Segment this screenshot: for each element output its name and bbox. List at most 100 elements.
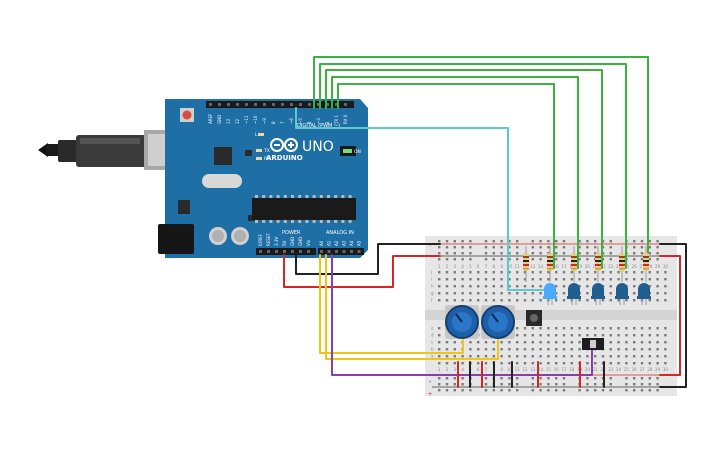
terminal-hole: [562, 271, 566, 274]
terminal-hole: [664, 278, 667, 281]
column-number: 1: [438, 264, 441, 269]
terminal-hole: [586, 355, 589, 358]
terminal-hole: [633, 271, 636, 274]
terminal-hole: [547, 362, 550, 365]
terminal-hole: [508, 285, 511, 288]
terminal-hole: [500, 362, 503, 365]
terminal-hole: [477, 299, 480, 302]
terminal-hole: [508, 348, 511, 351]
terminal-hole: [438, 271, 441, 274]
rail-hole: [648, 377, 651, 380]
rail-hole: [562, 389, 566, 392]
terminal-hole: [461, 299, 464, 302]
analog-header-label: ANALOG IN: [326, 230, 354, 236]
row-letter: j: [430, 270, 432, 275]
terminal-hole: [562, 327, 566, 330]
rail-hole: [648, 258, 651, 261]
column-number: 23: [608, 367, 614, 372]
chip-pin: [298, 195, 302, 198]
header-hole: [283, 250, 286, 253]
column-number: 13: [530, 264, 536, 269]
rail-hole: [609, 252, 612, 255]
rail-hole: [438, 240, 441, 243]
rail-hole: [508, 377, 511, 380]
column-number: 1: [438, 367, 441, 372]
pin-label: ~3: [316, 118, 321, 124]
header-hole: [350, 250, 353, 253]
terminal-hole: [578, 299, 581, 302]
resistor: [595, 246, 601, 282]
terminal-hole: [469, 292, 472, 295]
header-hole: [227, 103, 230, 106]
column-number: 16: [554, 264, 560, 269]
terminal-hole: [562, 334, 566, 337]
column-number: 5: [469, 264, 472, 269]
terminal-hole: [516, 271, 519, 274]
chip-pin: [262, 195, 266, 198]
terminal-hole: [445, 292, 449, 295]
terminal-hole: [633, 327, 636, 330]
column-number: 6: [477, 367, 480, 372]
terminal-hole: [609, 285, 612, 288]
terminal-hole: [555, 334, 558, 337]
wire-black-gnd: [295, 243, 441, 275]
rail-hole: [445, 240, 449, 243]
column-number: 18: [569, 367, 575, 372]
terminal-hole: [453, 355, 456, 358]
column-number: 4: [461, 264, 464, 269]
column-number: 22: [600, 264, 606, 269]
rail-hole: [640, 389, 644, 392]
column-number: 30: [663, 264, 669, 269]
terminal-hole: [461, 271, 464, 274]
terminal-hole: [539, 327, 542, 330]
terminal-hole: [578, 327, 581, 330]
terminal-hole: [594, 362, 597, 365]
chip-pin: [276, 195, 280, 198]
resistors: [523, 246, 649, 282]
terminal-hole: [508, 299, 511, 302]
terminal-hole: [508, 292, 511, 295]
terminal-hole: [469, 348, 472, 351]
rail-hole: [492, 246, 495, 249]
rail-hole: [461, 377, 464, 380]
column-number: 27: [639, 367, 645, 372]
rail-hole: [640, 258, 644, 261]
chip-pin: [341, 220, 345, 223]
rail-hole: [500, 389, 503, 392]
pin-label: 8: [271, 121, 276, 124]
terminal-hole: [648, 341, 651, 344]
terminal-hole: [640, 334, 644, 337]
led: [543, 283, 557, 305]
digital-header-label: DIGITAL (PWM ~): [297, 123, 340, 129]
column-number: 7: [485, 264, 488, 269]
terminal-hole: [625, 271, 628, 274]
usb-cable-icon: [38, 130, 182, 170]
led: [637, 283, 651, 305]
terminal-hole: [500, 271, 503, 274]
column-number: 13: [530, 367, 536, 372]
column-number: 6: [477, 264, 480, 269]
terminal-hole: [477, 285, 480, 288]
column-number: 3: [454, 264, 457, 269]
rail-hole: [633, 377, 636, 380]
terminal-hole: [469, 285, 472, 288]
rail-hole: [547, 377, 550, 380]
chip-pin: [319, 195, 323, 198]
terminal-hole: [570, 271, 573, 274]
chip-pin: [255, 220, 258, 223]
power-header-label: POWER: [282, 230, 301, 236]
rail-hole: [547, 240, 550, 243]
terminal-hole: [609, 362, 612, 365]
rail-hole: [640, 383, 644, 386]
terminal-hole: [523, 355, 527, 358]
rail-hole: [586, 240, 589, 243]
terminal-hole: [438, 292, 441, 295]
terminal-hole: [477, 271, 480, 274]
rail-hole: [601, 389, 605, 392]
rail-hole: [453, 383, 456, 386]
terminal-hole: [477, 341, 480, 344]
column-number: 17: [561, 264, 567, 269]
terminal-hole: [562, 348, 566, 351]
terminal-hole: [617, 327, 620, 330]
rail-hole: [578, 240, 581, 243]
